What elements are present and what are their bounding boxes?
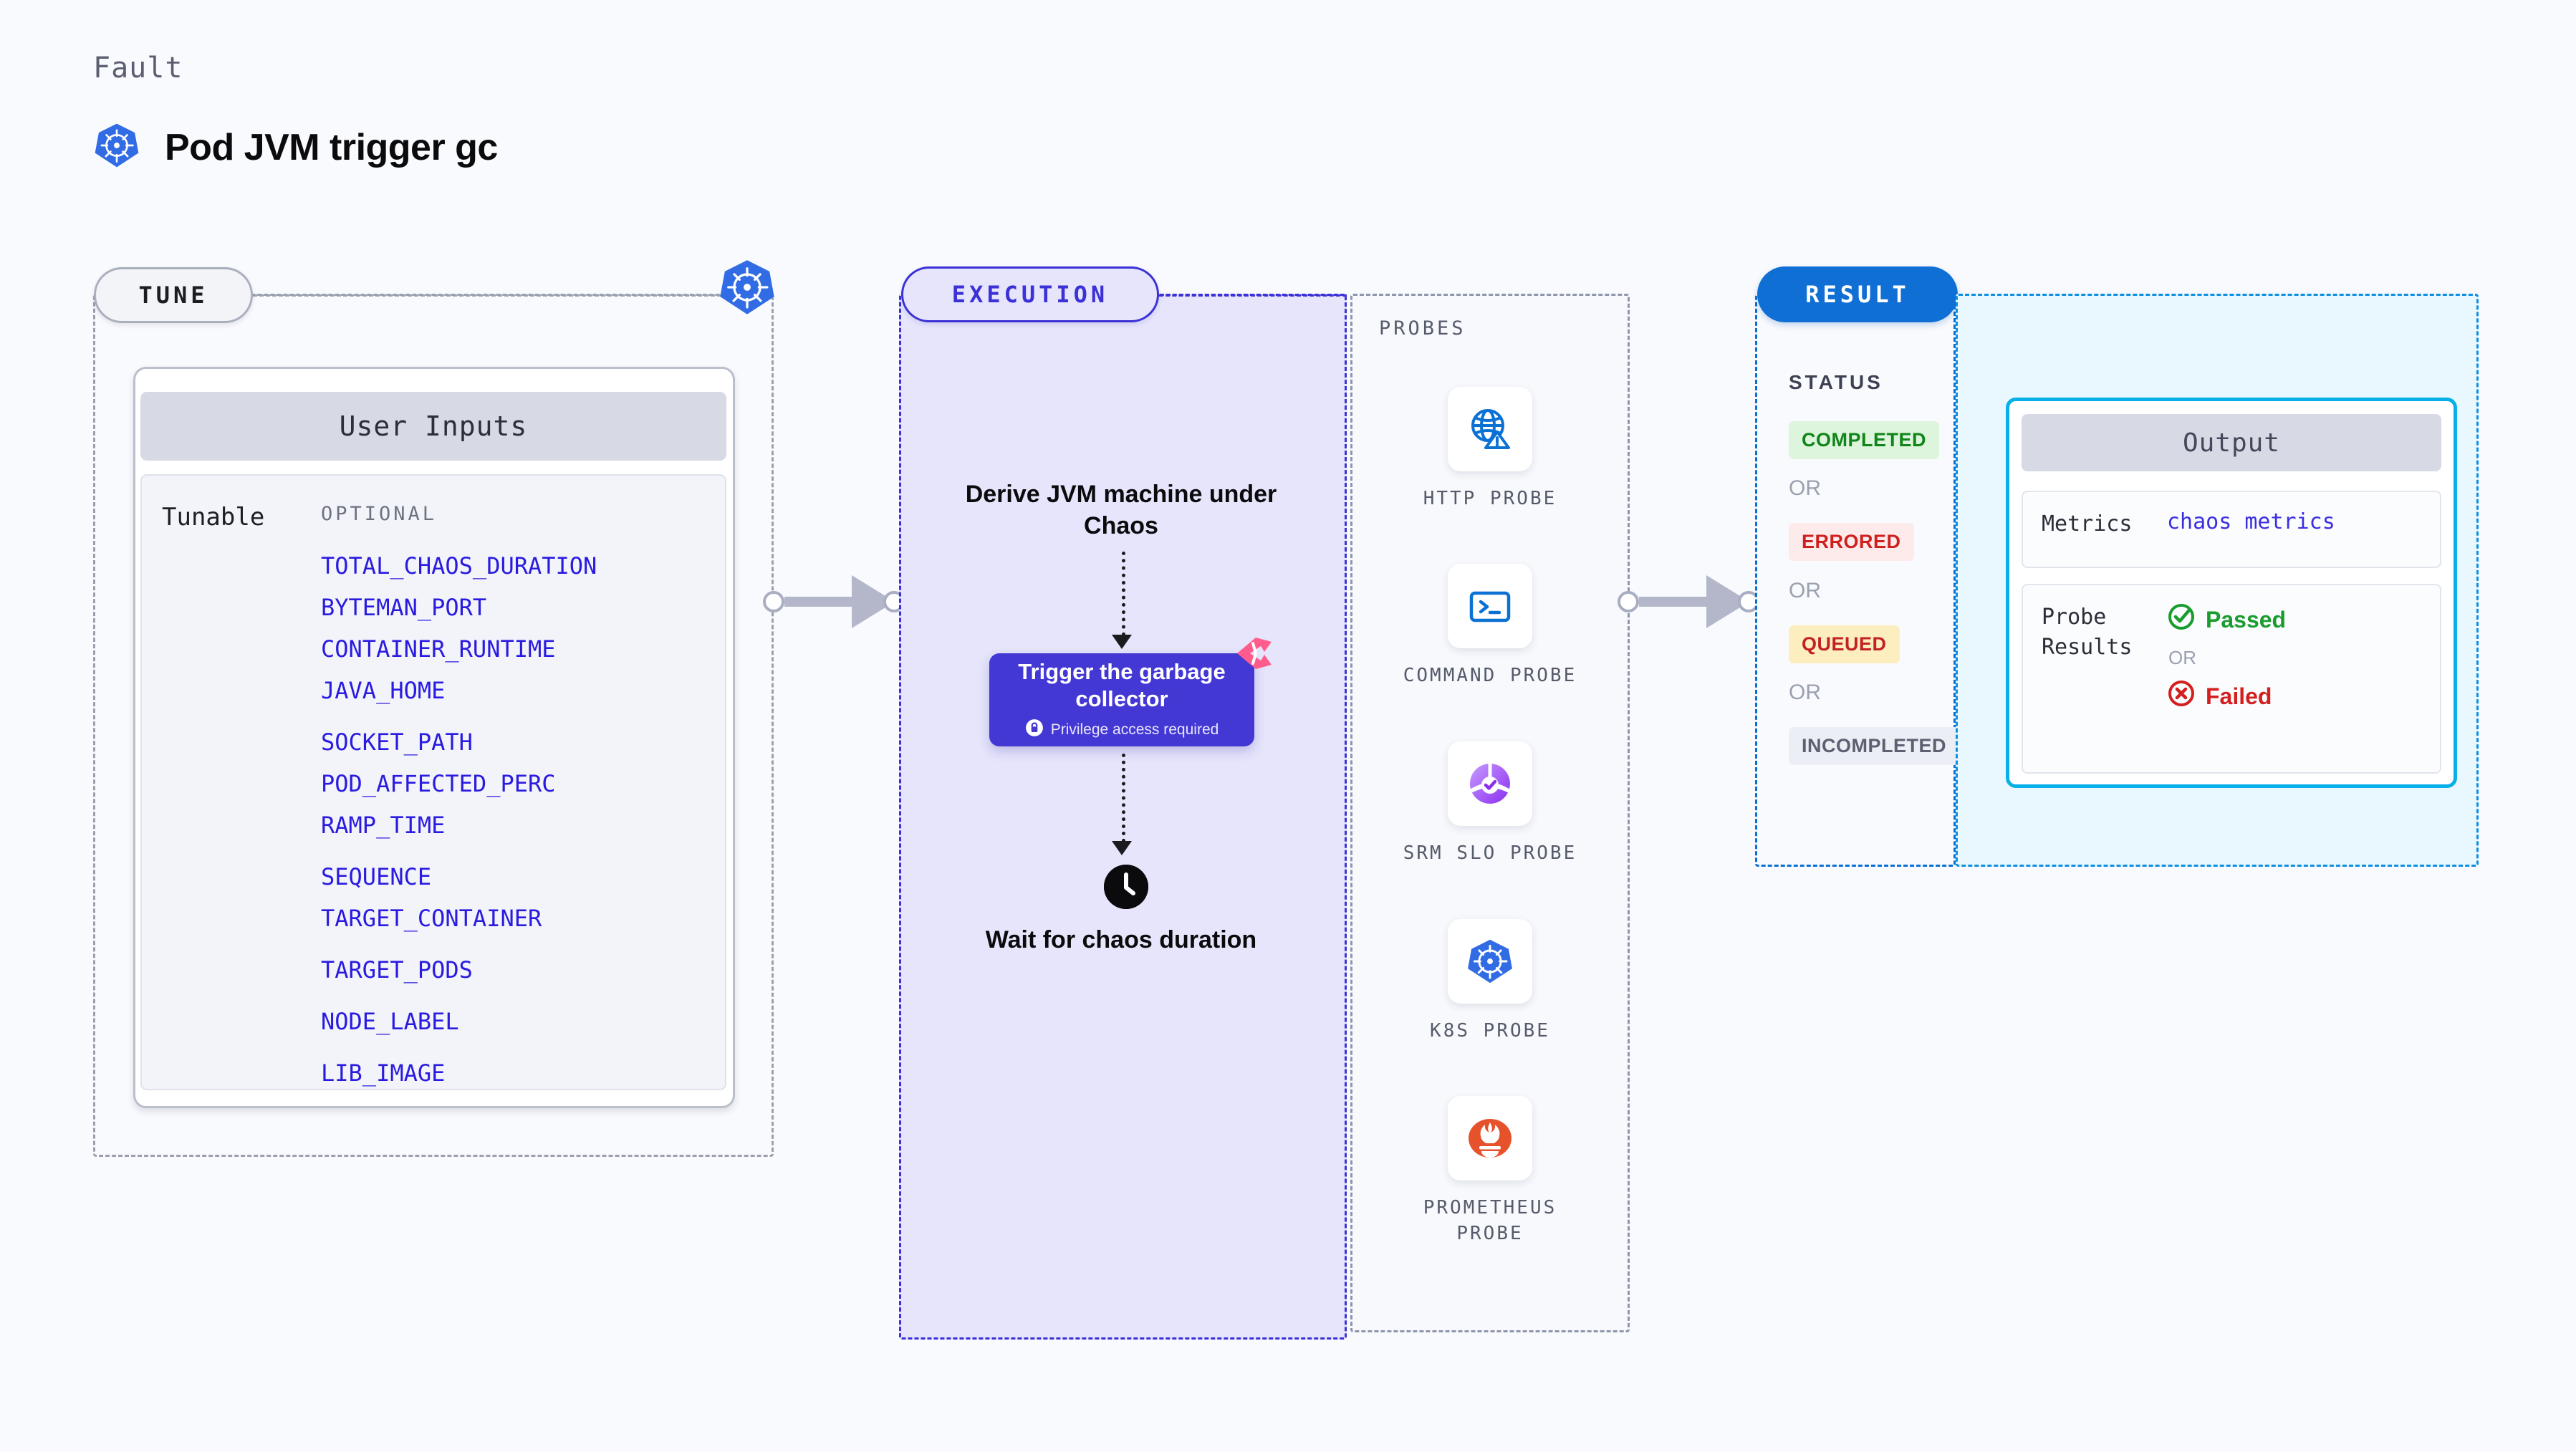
fault-header: Pod JVM trigger gc <box>93 122 498 173</box>
lock-icon <box>1025 718 1044 741</box>
result-stage <box>1755 294 1956 867</box>
execution-connector-dash <box>1159 294 1347 297</box>
failed-label: Failed <box>2206 683 2272 709</box>
tune-badge[interactable]: TUNE <box>94 267 253 323</box>
probe-item-k8s[interactable]: K8S PROBE <box>1400 919 1580 1044</box>
or-separator: OR <box>1789 681 1821 704</box>
tunable-label: Tunable <box>162 503 265 532</box>
or-separator: OR <box>1789 476 1821 500</box>
list-item[interactable]: POD_AFFECTED_PERC <box>321 770 556 797</box>
output-title: Output <box>2022 414 2441 471</box>
list-item[interactable]: TOTAL_CHAOS_DURATION <box>321 552 597 580</box>
list-item[interactable]: NODE_LABEL <box>321 1008 459 1035</box>
list-item[interactable]: BYTEMAN_PORT <box>321 594 487 621</box>
privilege-note-text: Privilege access required <box>1050 721 1219 738</box>
or-separator: OR <box>1789 579 1821 602</box>
list-item[interactable]: CONTAINER_RUNTIME <box>321 635 556 663</box>
terminal-icon <box>1448 564 1532 648</box>
list-item[interactable]: TARGET_PODS <box>321 956 473 984</box>
clock-icon <box>1104 865 1148 909</box>
status-badge: INCOMPLETED <box>1789 727 1960 765</box>
kubernetes-icon <box>718 258 777 317</box>
execution-step-wait: Wait for chaos duration <box>985 926 1257 953</box>
status-label: STATUS <box>1789 371 1883 393</box>
fault-kicker: Fault <box>93 52 183 85</box>
or-separator: OR <box>2168 647 2196 668</box>
status-badge: ERRORED <box>1789 523 1914 561</box>
probes-title: PROBES <box>1379 317 1466 340</box>
optional-label: OPTIONAL <box>321 503 438 525</box>
kubernetes-icon <box>93 122 140 173</box>
output-metrics-label: Metrics <box>2042 511 2133 537</box>
probe-result-passed: Passed <box>2167 602 2286 637</box>
list-item[interactable]: RAMP_TIME <box>321 812 446 839</box>
probe-label: HTTP PROBE <box>1423 488 1557 509</box>
execution-action-card[interactable]: Trigger the garbage collector Privilege … <box>989 653 1254 746</box>
user-inputs-body: Tunable OPTIONAL TOTAL_CHAOS_DURATION BY… <box>140 474 726 1090</box>
execution-step-derive: Derive JVM machine under Chaos <box>965 481 1277 539</box>
execution-action-title: Trigger the garbage collector <box>1018 659 1226 711</box>
list-item[interactable]: JAVA_HOME <box>321 677 446 704</box>
flow-dotted-line <box>1122 552 1125 636</box>
output-metrics-row: Metrics chaos metrics <box>2022 491 2441 568</box>
list-item[interactable]: SOCKET_PATH <box>321 729 473 756</box>
tunable-variable-list: OPTIONAL TOTAL_CHAOS_DURATION BYTEMAN_PO… <box>321 503 597 1089</box>
prometheus-icon <box>1448 1096 1532 1181</box>
connector-dot <box>1618 591 1639 612</box>
x-circle-icon <box>2167 679 2196 713</box>
probe-label: COMMAND PROBE <box>1403 665 1577 686</box>
probe-item-command[interactable]: COMMAND PROBE <box>1400 564 1580 688</box>
status-badge: COMPLETED <box>1789 421 1940 459</box>
connector-execution-to-result <box>1618 575 1772 628</box>
execution-badge[interactable]: EXECUTION <box>901 266 1159 322</box>
list-item[interactable]: SEQUENCE <box>321 863 432 890</box>
passed-label: Passed <box>2206 606 2287 633</box>
privilege-note: Privilege access required <box>1025 718 1219 741</box>
output-metrics-value[interactable]: chaos metrics <box>2167 509 2335 534</box>
output-probe-results-row: Probe Results Passed OR <box>2022 584 2441 774</box>
probe-item-srm-slo[interactable]: SRM SLO PROBE <box>1400 741 1580 866</box>
connector-line <box>784 597 853 607</box>
connector-line <box>1639 597 1708 607</box>
kubernetes-icon <box>1448 919 1532 1004</box>
flow-arrowhead <box>1112 841 1132 855</box>
result-badge[interactable]: RESULT <box>1757 266 1958 322</box>
flow-arrowhead <box>1112 635 1132 649</box>
page-title: Pod JVM trigger gc <box>165 126 498 168</box>
connector-dot <box>763 591 784 612</box>
check-circle-icon <box>2167 602 2196 637</box>
globe-warning-icon <box>1448 387 1532 471</box>
probe-label: PROMETHEUS PROBE <box>1423 1197 1557 1244</box>
probe-label: SRM SLO PROBE <box>1403 842 1577 864</box>
srm-slo-gauge-icon <box>1448 741 1532 826</box>
probe-item-prometheus[interactable]: PROMETHEUS PROBE <box>1400 1096 1580 1246</box>
probe-results-values: Passed OR Failed <box>2167 602 2286 713</box>
list-item[interactable]: LIB_IMAGE <box>321 1059 446 1087</box>
connector-tune-to-execution <box>763 575 913 628</box>
user-inputs-title: User Inputs <box>140 392 726 461</box>
harness-logo-icon <box>1234 635 1274 672</box>
tune-connector-dash <box>253 294 747 297</box>
status-badge: QUEUED <box>1789 625 1900 663</box>
probe-result-failed: Failed <box>2167 679 2286 713</box>
list-item[interactable]: TARGET_CONTAINER <box>321 905 542 932</box>
probe-item-http[interactable]: HTTP PROBE <box>1400 387 1580 511</box>
probe-label: K8S PROBE <box>1430 1020 1550 1042</box>
output-probe-results-label: Probe Results <box>2042 605 2133 660</box>
flow-dotted-line <box>1122 754 1125 842</box>
